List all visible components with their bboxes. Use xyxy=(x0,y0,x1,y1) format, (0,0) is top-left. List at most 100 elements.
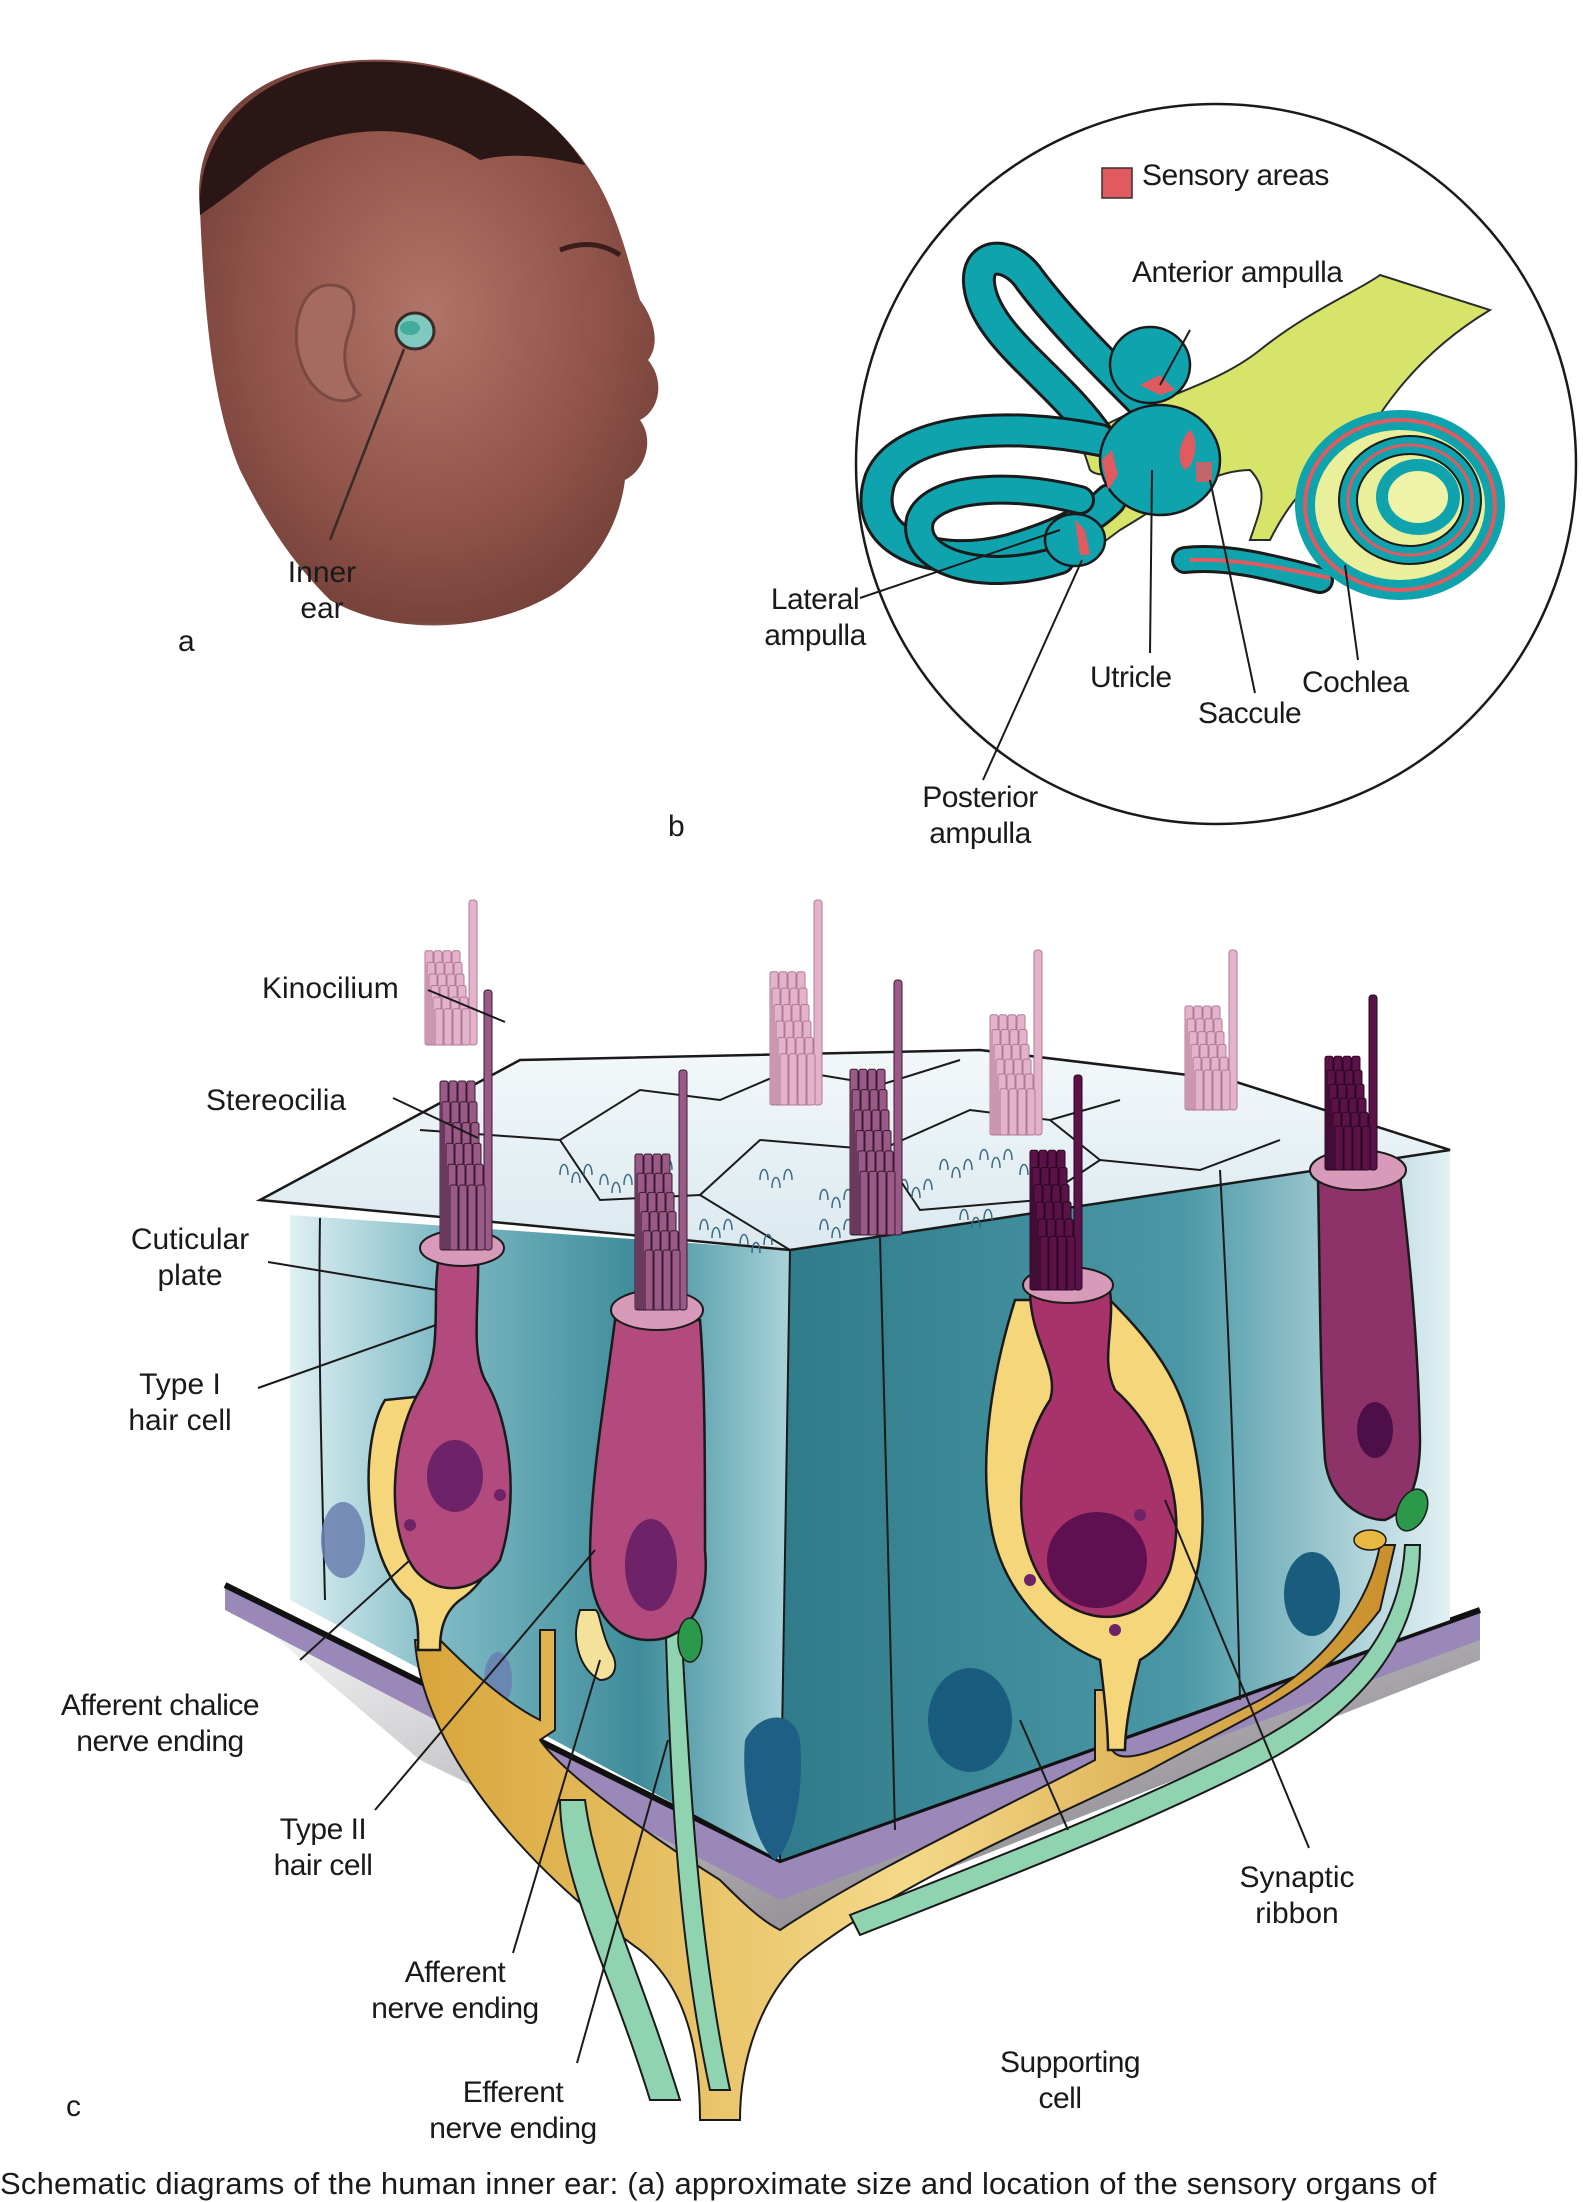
microvillus xyxy=(571,1171,581,1184)
hair-bundles xyxy=(424,899,1378,1311)
microvillus xyxy=(699,1218,709,1231)
stereocilium xyxy=(999,1088,1009,1136)
stereocilium xyxy=(1343,1125,1353,1171)
label-type1-line2: hair cell xyxy=(128,1404,232,1437)
microvillus xyxy=(623,1173,633,1186)
label-anterior-ampulla: Anterior ampulla xyxy=(1132,256,1343,289)
cochlea xyxy=(1171,410,1505,600)
hair-bundle-type2-right xyxy=(1324,994,1378,1171)
panel-letter-b: b xyxy=(668,810,685,843)
label-cuticular-plate: Cuticular plate xyxy=(120,1222,260,1294)
label-inner-ear: Inner ear xyxy=(262,555,382,627)
microvillus xyxy=(771,1176,781,1189)
label-synaptic-line2: ribbon xyxy=(1255,1897,1339,1930)
outer-ear xyxy=(294,283,363,403)
label-synaptic-line1: Synaptic xyxy=(1239,1861,1355,1894)
stereocilium xyxy=(1048,1235,1058,1291)
label-stereocilia: Stereocilia xyxy=(206,1084,347,1117)
label-posterior-ampulla: Posterior ampulla xyxy=(910,780,1050,852)
hair-bundle-type1-right xyxy=(1029,1074,1083,1291)
hair-bundle-back-3 xyxy=(989,949,1043,1136)
label-inner-ear-line1: Inner xyxy=(287,556,357,589)
stereocilium xyxy=(868,1170,878,1236)
stereocilium xyxy=(662,1249,672,1311)
kinocilium xyxy=(1073,1074,1083,1291)
label-efferent-line1: Efferent xyxy=(462,2076,564,2109)
label-type1-line1: Type I xyxy=(139,1368,221,1401)
stereocilium xyxy=(797,1053,807,1106)
hair-bundle-back-2 xyxy=(769,899,823,1106)
stereocilium xyxy=(671,1249,681,1311)
label-type2-hair-cell: Type II hair cell xyxy=(258,1812,388,1884)
stereocilium xyxy=(1334,1125,1344,1171)
label-supporting-line2: cell xyxy=(1038,2082,1082,2115)
hair-bundle-center xyxy=(849,979,903,1236)
hair-bundle-back-4 xyxy=(1184,949,1238,1111)
microvillus xyxy=(959,1208,969,1221)
label-inner-ear-line2: ear xyxy=(300,592,344,625)
microvillus xyxy=(1019,1163,1029,1176)
microvillus xyxy=(739,1233,749,1246)
stereocilium xyxy=(1017,1088,1027,1136)
stereocilium xyxy=(1057,1235,1067,1291)
microvillus xyxy=(583,1163,593,1176)
supporting-cell-nuclei xyxy=(321,1502,1340,1860)
stereocilium xyxy=(644,1249,654,1311)
stereocilium xyxy=(1039,1235,1049,1291)
microvillus xyxy=(751,1241,761,1254)
label-type1-hair-cell: Type I hair cell xyxy=(110,1367,250,1439)
label-posterior-ampulla-line2: ampulla xyxy=(929,817,1031,850)
kinocilium xyxy=(678,1069,688,1311)
label-kinocilium: Kinocilium xyxy=(262,972,399,1005)
label-synaptic-ribbon: Synaptic ribbon xyxy=(1232,1860,1362,1932)
stereocilium xyxy=(886,1170,896,1236)
microvillus xyxy=(759,1168,769,1181)
microvillus xyxy=(1003,1148,1013,1161)
posterior-ampulla xyxy=(1043,512,1107,568)
microvillus xyxy=(783,1168,793,1181)
microvillus xyxy=(979,1148,989,1161)
stereocilium xyxy=(653,1249,663,1311)
stereocilium xyxy=(443,1008,453,1046)
microvillus xyxy=(831,1226,841,1239)
label-chalice-line2: nerve ending xyxy=(76,1725,244,1758)
label-utricle: Utricle xyxy=(1090,661,1172,694)
label-afferent-chalice-nerve-ending: Afferent chalice nerve ending xyxy=(40,1688,280,1760)
stereocilium xyxy=(467,1184,477,1251)
microvillus xyxy=(911,1186,921,1199)
hair-bundle-type2-left xyxy=(634,1069,688,1311)
label-type2-line2: hair cell xyxy=(273,1849,373,1882)
stereocilium xyxy=(1026,1088,1036,1136)
type1-hair-cell-right xyxy=(984,1266,1204,1752)
label-afferent-line2: nerve ending xyxy=(371,1992,539,2025)
label-supporting-cell: Supporting cell xyxy=(1000,2045,1141,2117)
label-chalice-line1: Afferent chalice xyxy=(60,1689,260,1722)
legend-label-sensory-areas: Sensory areas xyxy=(1142,159,1329,192)
panel-b-labyrinth xyxy=(854,102,1578,826)
microvillus xyxy=(763,1233,773,1246)
label-lateral-ampulla-line1: Lateral xyxy=(770,583,860,616)
label-lateral-ampulla: Lateral ampulla xyxy=(760,582,870,654)
anterior-ampulla xyxy=(1108,325,1192,405)
kinocilium xyxy=(483,989,493,1251)
stereocilium xyxy=(1212,1069,1222,1111)
stereocilium xyxy=(1203,1069,1213,1111)
eye xyxy=(559,242,622,258)
microvillus xyxy=(611,1181,621,1194)
label-afferent-nerve-ending: Afferent nerve ending xyxy=(370,1955,540,2027)
label-cuticular-plate-line2: plate xyxy=(157,1259,223,1292)
panel-letter-a: a xyxy=(178,625,195,658)
microvillus xyxy=(819,1218,829,1231)
label-cuticular-plate-line1: Cuticular xyxy=(130,1223,250,1256)
microvillus xyxy=(723,1218,733,1231)
hair xyxy=(199,61,585,215)
stereocilium xyxy=(806,1053,816,1106)
label-posterior-ampulla-line1: Posterior xyxy=(922,781,1038,814)
microvillus xyxy=(559,1163,569,1176)
panel-b-leader-lines xyxy=(859,329,1359,781)
kinocilium xyxy=(1228,949,1238,1111)
panel-c-leader-lines xyxy=(257,989,1310,2064)
stereocilium xyxy=(476,1184,486,1251)
kinocilium xyxy=(813,899,823,1106)
